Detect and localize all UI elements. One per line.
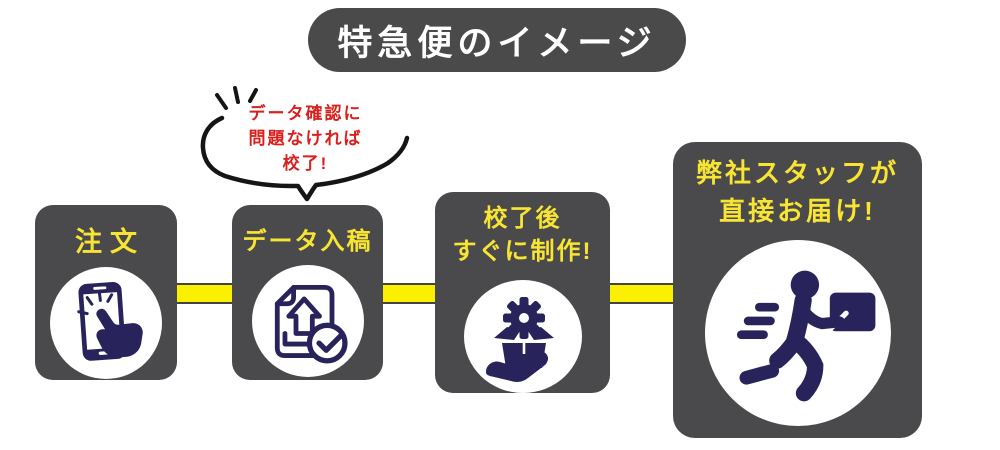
hand-icon — [485, 351, 548, 382]
bubble-line: 校了! — [282, 154, 329, 173]
step-label: 注文 — [75, 227, 145, 257]
tap-spark-icon — [77, 291, 114, 316]
speech-bubble-text: データ確認に 問題なければ 校了! — [218, 101, 393, 176]
step-card-production: 校了後 すぐに制作! — [435, 192, 610, 393]
delivery-runner-icon — [736, 270, 875, 402]
page-title: 特急便のイメージ — [337, 23, 657, 63]
connector-bar — [381, 283, 437, 304]
speech-bubble-outline-icon — [200, 86, 410, 202]
emphasis-lines-icon — [215, 86, 258, 110]
bubble-line: データ確認に — [248, 104, 363, 123]
step-icon-circle — [251, 265, 364, 377]
speed-lines-icon — [736, 302, 779, 340]
bubble-line: 問題なければ — [248, 129, 363, 148]
document-upload-check-icon — [274, 285, 348, 364]
step-icon-circle — [704, 240, 891, 426]
step-label: データ入稿 — [242, 228, 373, 255]
step-card-order: 注文 — [35, 205, 177, 380]
step-card-delivery: 弊社スタッフが 直接お届け! — [673, 142, 922, 438]
title-badge: 特急便のイメージ — [308, 8, 686, 72]
step-card-data-submission: データ入稿 — [232, 205, 383, 380]
step-icon-circle — [50, 267, 162, 379]
step-label: 弊社スタッフが 直接お届け! — [695, 158, 899, 226]
connector-bar — [608, 283, 675, 304]
connector-bar — [175, 283, 234, 304]
smartphone-tap-icon — [77, 282, 143, 361]
gear-icon — [502, 296, 545, 339]
step-label: 校了後 すぐに制作! — [452, 205, 593, 265]
step-icon-circle — [463, 280, 582, 393]
production-box-gear-hand-icon — [485, 296, 554, 382]
